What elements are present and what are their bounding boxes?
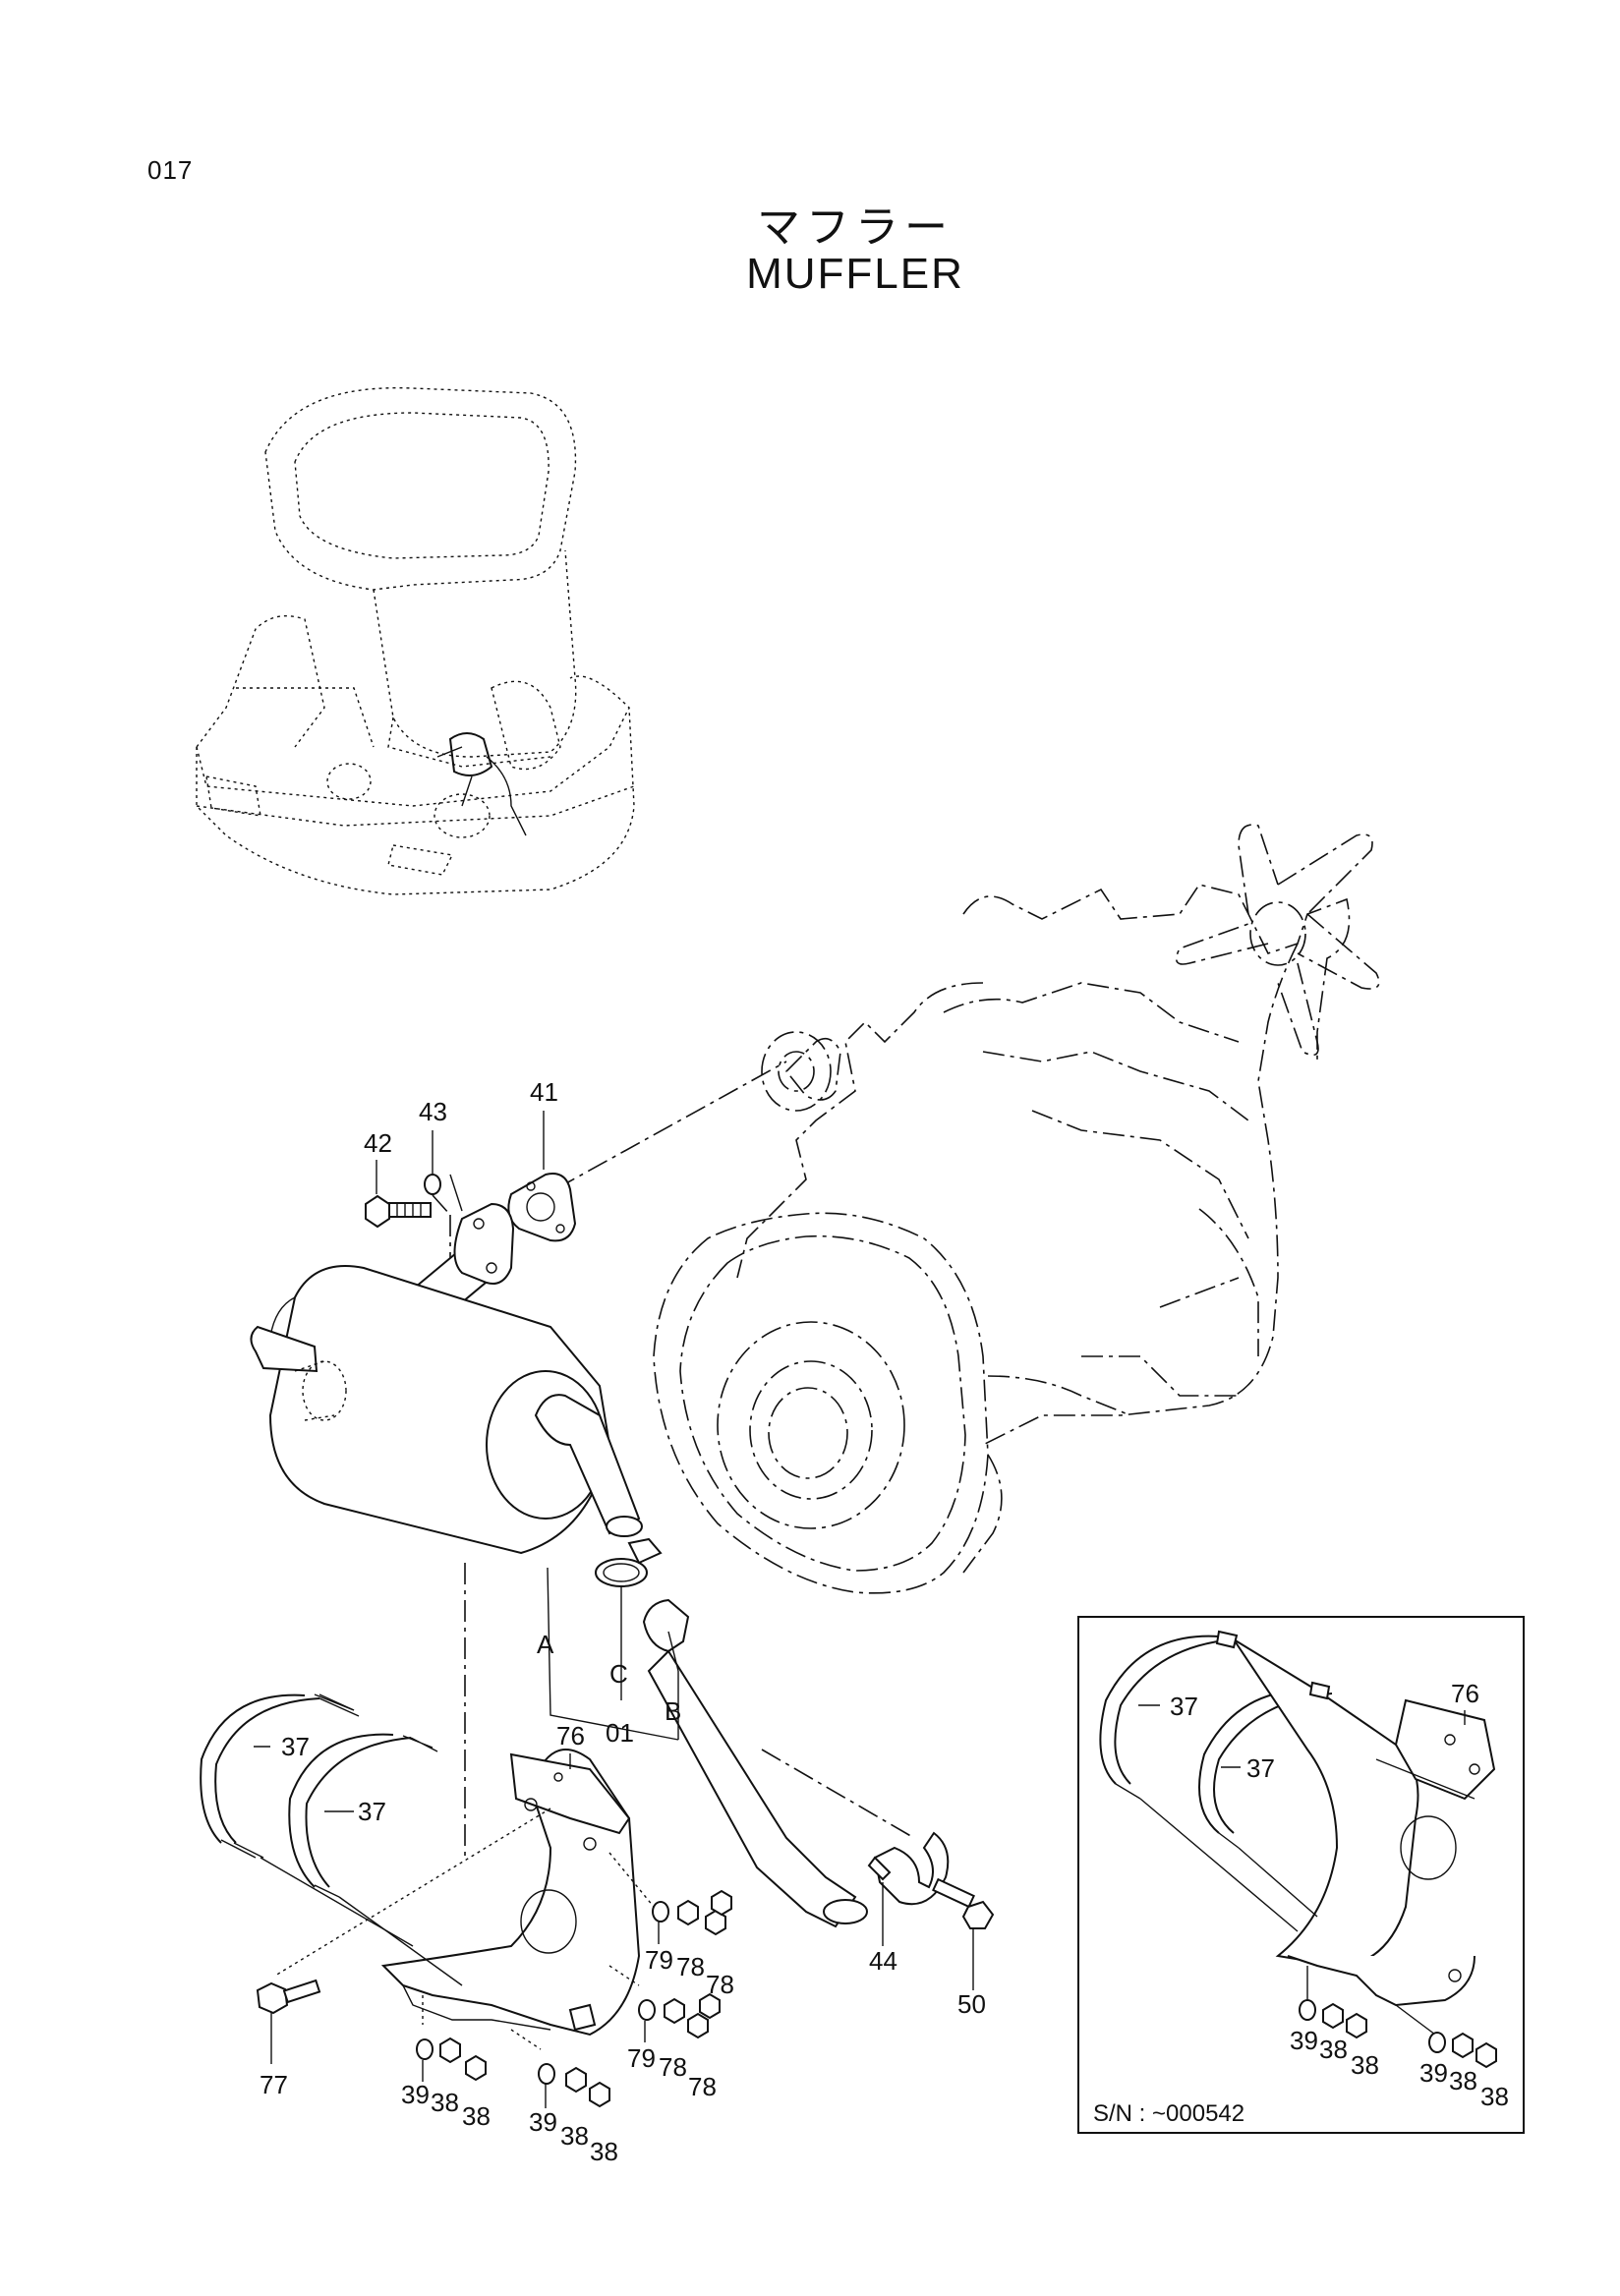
callout-38-a: 38 [431, 2088, 459, 2117]
inset-callout-37-a: 37 [1170, 1692, 1198, 1721]
callout-41: 41 [530, 1077, 558, 1107]
hardware-group-middle-right [639, 1994, 720, 2038]
callout-38-c: 38 [560, 2121, 589, 2151]
hardware-group-lower-left [417, 2038, 486, 2080]
callout-77: 77 [260, 2070, 288, 2099]
callout-76: 76 [556, 1721, 585, 1751]
clamp-01 [596, 1539, 661, 1586]
leader-lines [254, 1111, 1465, 2108]
inset-hardware-left [1300, 2000, 1366, 2038]
inset-callout-76: 76 [1451, 1679, 1479, 1708]
callout-38-d: 38 [590, 2137, 618, 2166]
alignment-line-exhaust [555, 1062, 786, 1189]
inset-hardware-right [1429, 2033, 1496, 2067]
muffler-body [251, 1204, 642, 1553]
tail-pipe [644, 1600, 867, 1926]
callout-39-a: 39 [401, 2080, 430, 2109]
bolt-77 [258, 1980, 319, 2013]
inset-callout-38-a: 38 [1319, 2035, 1348, 2064]
leader-43 [450, 1175, 462, 1211]
callout-78-b: 78 [706, 1970, 734, 1999]
clip-44 [869, 1833, 948, 1904]
gasket-41 [508, 1174, 575, 1240]
inset-callout-38-b: 38 [1351, 2050, 1379, 2080]
callout-43: 43 [419, 1097, 447, 1126]
inset-callout-39-a: 39 [1290, 2026, 1318, 2055]
inset-callout-39-b: 39 [1419, 2058, 1448, 2088]
page-number: 017 [147, 155, 194, 185]
callout-37-a: 37 [281, 1732, 310, 1761]
hardware-group-lower-mid [539, 2064, 609, 2106]
bolt-50 [933, 1879, 993, 1928]
callout-78-a: 78 [676, 1952, 705, 1981]
callout-01: 01 [606, 1718, 634, 1748]
callout-B: B [665, 1696, 681, 1726]
strap-37 [201, 1694, 437, 1897]
engine-illustration [654, 825, 1379, 1593]
callout-42: 42 [364, 1128, 392, 1158]
callout-37-b: 37 [358, 1797, 386, 1826]
callout-79-b: 79 [627, 2043, 656, 2073]
inset-callout-38-c: 38 [1449, 2066, 1477, 2095]
callout-44: 44 [869, 1946, 897, 1976]
page-title: MUFFLER [746, 250, 964, 298]
bolt-42 [366, 1196, 431, 1227]
heat-shield-inset [1100, 1632, 1494, 2035]
serial-number-note: S/N : ~000542 [1093, 2100, 1244, 2127]
inset-callout-37-b: 37 [1246, 1753, 1275, 1783]
callout-79-a: 79 [645, 1945, 673, 1975]
callout-78-c: 78 [659, 2052, 687, 2082]
washer-43 [425, 1175, 440, 1194]
page-title-japanese: マフラー [757, 202, 954, 253]
heat-shield-main [383, 1750, 639, 2035]
callout-38-b: 38 [462, 2101, 491, 2131]
hardware-group-upper-right [653, 1891, 731, 1934]
callout-C: C [609, 1659, 628, 1689]
inset-callout-38-d: 38 [1480, 2082, 1509, 2111]
callout-39-b: 39 [529, 2107, 557, 2137]
callout-A: A [537, 1630, 554, 1659]
machine-overview-illustration [197, 388, 634, 894]
callout-78-d: 78 [688, 2072, 717, 2101]
inset-frame [1078, 1617, 1524, 2133]
callout-50: 50 [957, 1989, 986, 2019]
